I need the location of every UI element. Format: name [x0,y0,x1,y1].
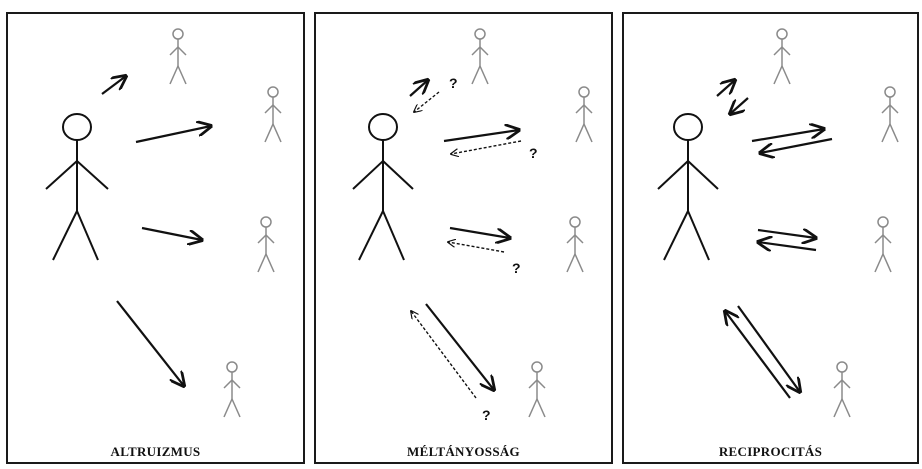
arrow-return-4 [725,311,791,399]
main-stick-figure [657,113,719,261]
small-stick-figure-4 [223,361,241,418]
panel-reciprocitas: RECIPROCITÁS [622,12,919,464]
small-stick-figure-1 [169,28,187,85]
small-stick-figure-2 [575,86,593,143]
arrow-give-4 [737,305,800,392]
small-stick-figure-3 [566,216,584,273]
small-stick-figure-2 [881,86,899,143]
question-mark-2: ? [529,145,538,161]
arrow-give-3 [757,230,816,238]
small-stick-figure-3 [874,216,892,273]
caption-reciprocitas: RECIPROCITÁS [718,444,823,459]
arrow-return-2 [760,137,833,153]
arrow-expect-4 [411,311,477,399]
small-stick-figure-1 [471,28,489,85]
arrow-give-4 [116,300,184,386]
arrow-give-3 [141,226,202,240]
arrow-expect-2 [451,140,522,154]
small-stick-figure-4 [528,361,546,418]
question-mark-1: ? [449,75,458,91]
question-mark-3: ? [512,260,521,276]
main-stick-figure [352,113,414,261]
small-stick-figure-4 [833,361,851,418]
arrow-give-1 [101,76,126,95]
arrow-expect-3 [448,242,505,253]
arrow-give-3 [449,226,510,238]
question-mark-4: ? [482,407,491,423]
small-stick-figure-2 [264,86,282,143]
small-stick-figure-3 [257,216,275,273]
arrow-return-1 [730,97,749,114]
arrow-give-2 [443,130,519,143]
arrow-give-2 [135,126,211,144]
arrow-expect-1 [414,91,440,112]
small-stick-figure-1 [773,28,791,85]
arrow-give-1 [409,80,428,97]
panel-meltanyossag: ? ? ? ? MÉLTÁNYOSSÁG [314,12,613,464]
main-stick-figure [45,113,109,261]
arrow-return-3 [758,242,817,250]
caption-altruizmus: ALTRUIZMUS [110,444,201,459]
caption-meltanyossag: MÉLTÁNYOSSÁG [407,444,520,459]
panel-altruizmus: ALTRUIZMUS [6,12,305,464]
arrow-give-1 [716,80,735,97]
arrow-give-4 [425,303,494,390]
arrow-give-2 [751,129,824,143]
